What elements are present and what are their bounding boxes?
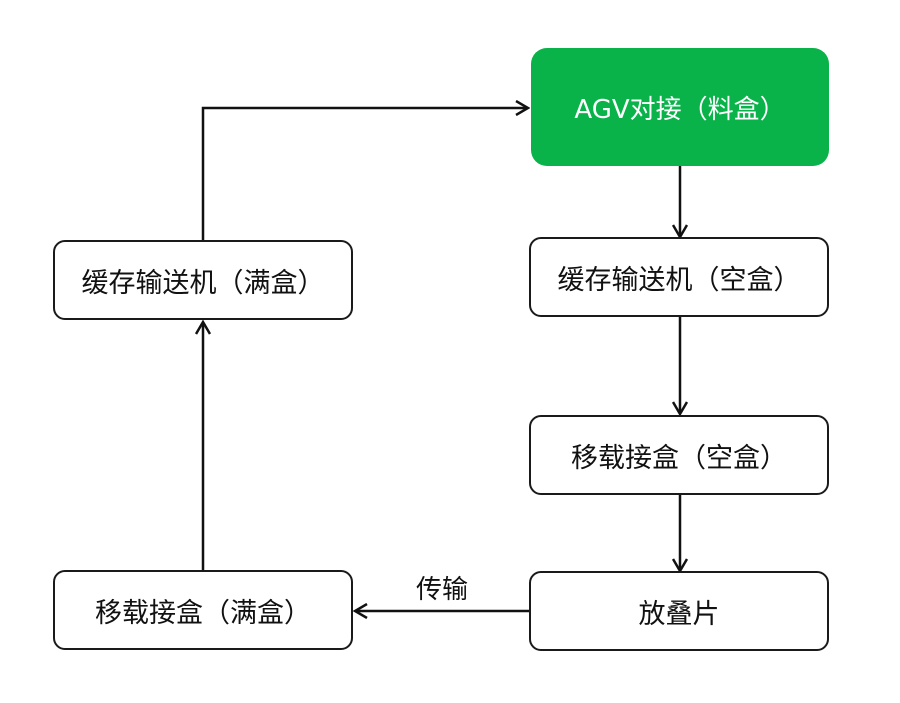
node-buffer-conveyor-full: 缓存输送机（满盒）	[53, 240, 353, 320]
arrow-buffer-full-to-agv	[201, 108, 528, 240]
node-agv-docking: AGV对接（料盒）	[531, 48, 829, 166]
node-stacking: 放叠片	[529, 571, 829, 651]
node-buffer-conveyor-empty: 缓存输送机（空盒）	[529, 237, 829, 317]
edge-label-transport: 传输	[416, 575, 469, 605]
node-transfer-empty: 移载接盒（空盒）	[529, 415, 829, 495]
node-transfer-full: 移载接盒（满盒）	[53, 570, 353, 650]
